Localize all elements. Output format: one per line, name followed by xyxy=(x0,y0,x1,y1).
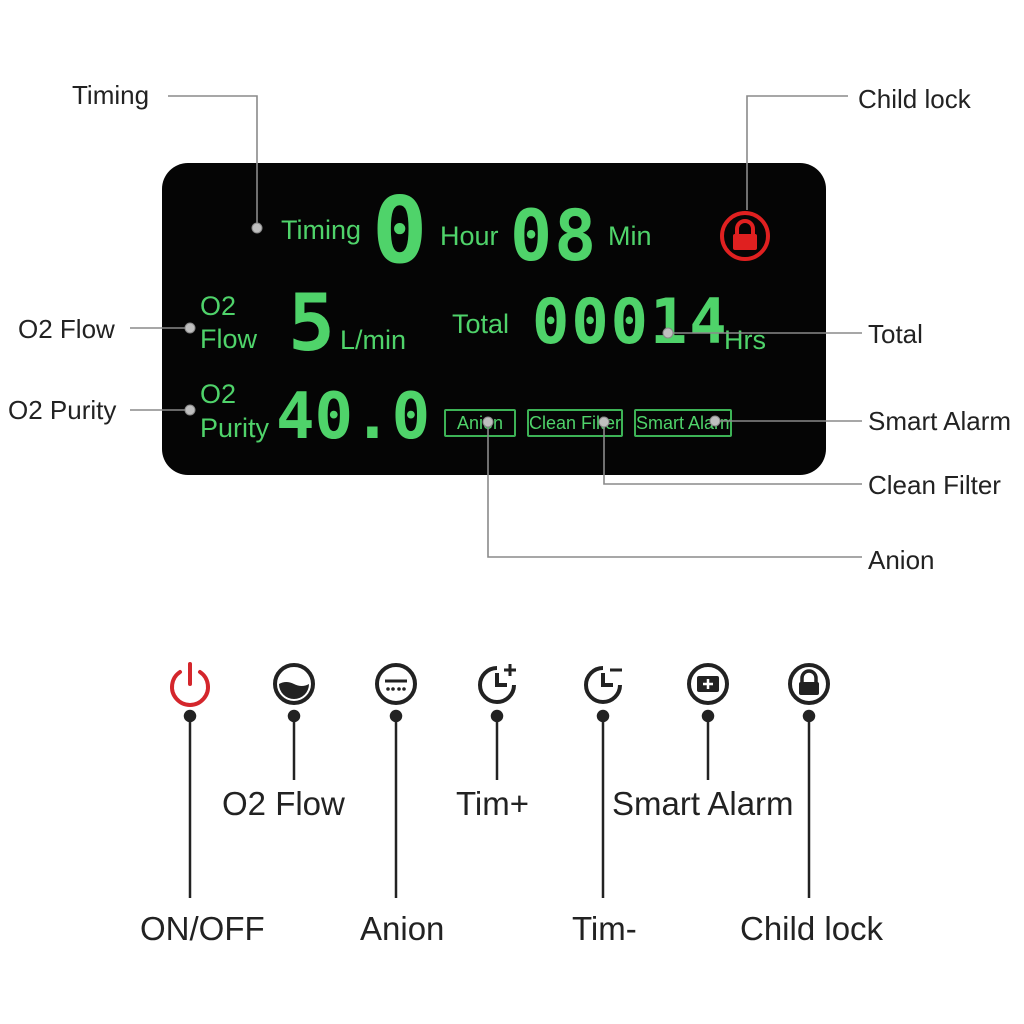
lcd-hour-label: Hour xyxy=(440,221,499,251)
smart-alarm-button-label: Smart Alarm xyxy=(612,785,794,822)
lcd-min-label: Min xyxy=(608,221,652,251)
anion-leader-line xyxy=(487,422,862,558)
lcd-smart-alarm-badge: Smart Alarm xyxy=(634,409,732,437)
timer-minus-button-label: Tim- xyxy=(572,910,637,947)
lcd-purity-value: 40.0 xyxy=(276,380,431,454)
lcd-child-lock-indicator xyxy=(718,209,772,263)
o2-flow-button[interactable] xyxy=(270,660,318,708)
lcd-purity-label-line2: Purity xyxy=(200,413,270,443)
callout-o2-flow: O2 Flow xyxy=(18,314,115,344)
lcd-timing-label: Timing xyxy=(281,215,362,245)
timing-callout-dot xyxy=(251,222,263,234)
lcd-total-value: 00014 xyxy=(532,285,729,358)
callout-o2-purity: O2 Purity xyxy=(8,395,117,425)
lcd-total-unit: Hrs xyxy=(724,325,766,355)
lcd-flow-unit: L/min xyxy=(340,325,407,355)
timing-leader-line xyxy=(168,95,258,228)
callout-clean-filter: Clean Filter xyxy=(868,470,1001,500)
lock-icon xyxy=(788,663,830,705)
o2-flow-button-label: O2 Flow xyxy=(222,785,345,822)
lock-icon xyxy=(720,211,770,261)
lcd-purity-label-line1: O2 xyxy=(200,379,237,409)
callout-anion: Anion xyxy=(868,545,935,575)
power-icon xyxy=(170,662,210,707)
anion-icon xyxy=(375,663,417,705)
power-button[interactable] xyxy=(166,660,214,708)
power-button-label: ON/OFF xyxy=(140,910,265,947)
lcd-flow-label-line2: Flow xyxy=(200,324,258,354)
lcd-display: Timing 0 Hour 08 Min O2 Flow 5 L/min Tot… xyxy=(162,163,826,475)
callout-timing: Timing xyxy=(72,80,150,110)
smart-alarm-callout-dot xyxy=(709,415,721,427)
lcd-flow-value: 5 xyxy=(288,279,337,369)
callout-smart-alarm: Smart Alarm xyxy=(868,406,1012,436)
lcd-clean-filter-badge: Clean Filter xyxy=(527,409,623,437)
anion-button[interactable] xyxy=(372,660,420,708)
timer-plus-button[interactable] xyxy=(473,660,521,708)
child-lock-button[interactable] xyxy=(785,660,833,708)
timer-minus-icon xyxy=(584,666,622,704)
timer-minus-button[interactable] xyxy=(579,660,627,708)
o2-flow-callout-dot xyxy=(184,322,196,334)
timer-plus-icon xyxy=(478,664,516,704)
callout-total: Total xyxy=(868,319,923,349)
lcd-flow-label-line1: O2 xyxy=(200,291,237,321)
o2-purity-callout-dot xyxy=(184,404,196,416)
smart-alarm-button[interactable] xyxy=(684,660,732,708)
child-lock-button-label: Child lock xyxy=(740,910,884,947)
anion-callout-dot xyxy=(482,416,494,428)
lcd-total-label: Total xyxy=(452,309,510,339)
total-callout-dot xyxy=(662,327,674,339)
timer-plus-button-label: Tim+ xyxy=(456,785,530,822)
child-lock-leader-line xyxy=(746,95,848,210)
clean-filter-callout-dot xyxy=(598,416,610,428)
lcd-timing-minutes: 08 xyxy=(510,195,599,277)
o2-flow-icon xyxy=(273,663,315,705)
lcd-timing-hours: 0 xyxy=(372,177,430,284)
clean-filter-leader-line xyxy=(603,422,862,485)
callout-child-lock: Child lock xyxy=(858,84,971,114)
anion-button-label: Anion xyxy=(360,910,445,947)
smart-alarm-icon xyxy=(687,663,729,705)
